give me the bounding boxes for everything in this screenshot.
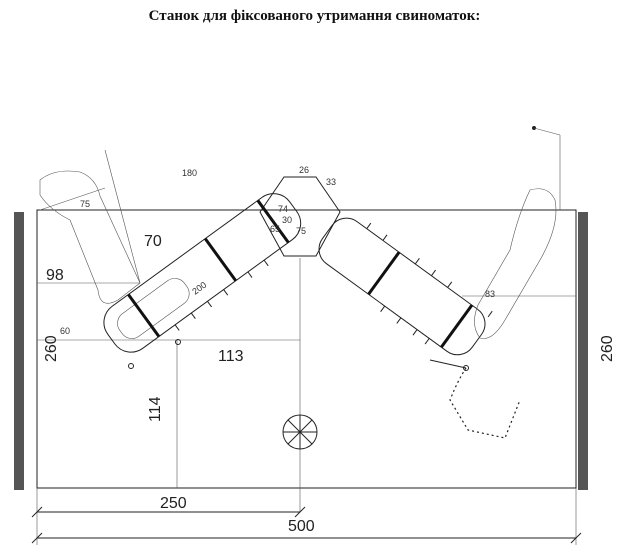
dim-75-center: 75 xyxy=(296,226,306,236)
dim-500: 500 xyxy=(288,518,315,535)
left-stall-bar xyxy=(256,199,290,244)
center-feeder xyxy=(259,176,341,257)
right-stall-ticks xyxy=(366,222,493,345)
pivot-point xyxy=(128,363,134,369)
dimension-tick xyxy=(31,506,43,518)
right-stall xyxy=(318,217,493,356)
right-stall-bar xyxy=(367,251,401,296)
gate-swing-path xyxy=(449,367,521,439)
left-stall-ticks xyxy=(174,259,269,331)
left-wall xyxy=(14,212,24,490)
dim-113: 113 xyxy=(218,348,244,365)
dim-70: 70 xyxy=(144,233,162,250)
guide-line xyxy=(533,127,561,136)
right-wall xyxy=(578,212,588,490)
dim-83: 83 xyxy=(485,289,495,299)
dim-30: 30 xyxy=(282,215,292,225)
dim-74: 74 xyxy=(278,204,288,214)
left-stall xyxy=(103,193,302,353)
pivot-point xyxy=(463,365,469,371)
dim-114: 114 xyxy=(147,396,164,422)
left-stall-bar xyxy=(203,237,237,282)
dim-26: 26 xyxy=(299,165,309,175)
room-outline xyxy=(36,209,577,489)
guide-line xyxy=(39,187,106,211)
dim-260-right: 260 xyxy=(599,335,616,362)
right-stall-bar xyxy=(440,304,474,349)
dimension-tick xyxy=(570,532,582,544)
dim-260-left: 260 xyxy=(43,335,60,362)
floor-drain xyxy=(282,414,318,450)
gate-line xyxy=(429,359,467,369)
sow-outline-left xyxy=(39,170,141,304)
dimension-tick xyxy=(31,532,43,544)
dim-98: 98 xyxy=(46,267,64,284)
pivot-point xyxy=(175,339,181,345)
dim-75: 75 xyxy=(80,199,90,209)
left-stall-trough xyxy=(117,278,190,339)
dim-60: 60 xyxy=(60,326,70,336)
dim-180: 180 xyxy=(182,168,197,178)
guide-line xyxy=(104,149,141,284)
dim-33: 33 xyxy=(326,177,336,187)
left-stall-bar xyxy=(127,293,161,338)
dim-200: 200 xyxy=(190,280,208,297)
dimension-tick xyxy=(294,506,306,518)
sow-outline-right xyxy=(474,188,557,339)
dim-250: 250 xyxy=(160,495,187,512)
left-stall-body xyxy=(103,193,302,353)
dim-65: 65 xyxy=(270,224,280,234)
right-stall-body xyxy=(318,217,486,356)
diagram-title: Станок для фіксованого утримання свинома… xyxy=(148,8,481,24)
